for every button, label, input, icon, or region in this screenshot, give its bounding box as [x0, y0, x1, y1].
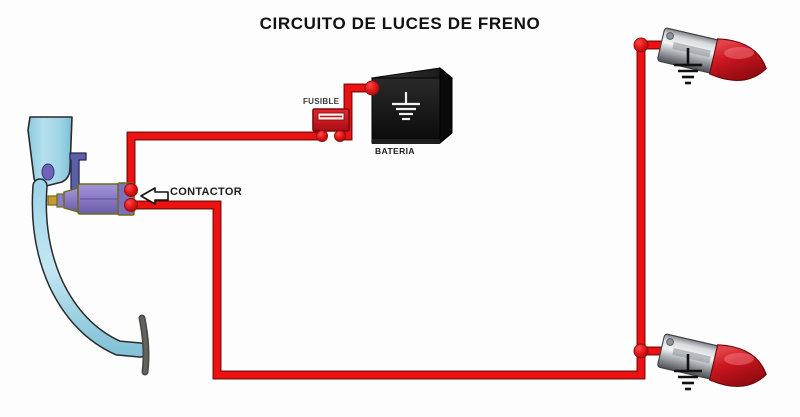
brake-pedal [27, 116, 150, 376]
contactor-arrow-icon [140, 187, 169, 205]
wire-switch-to-bottom-bus [128, 202, 644, 378]
ground-icon [674, 63, 702, 85]
page-title: CIRCUITO DE LUCES DE FRENO [259, 14, 541, 33]
battery [364, 66, 454, 145]
brake-light-switch [47, 182, 135, 216]
switch-terminal-nodes [124, 183, 138, 212]
switch-label: CONTACTOR [170, 186, 242, 198]
fuse [312, 108, 350, 142]
fuse-label: FUSIBLE [303, 97, 340, 106]
ground-icon [674, 369, 702, 391]
battery-label: BATERIA [375, 146, 415, 156]
brake-lamp-bottom [633, 333, 767, 391]
brake-lamp-top [633, 27, 767, 85]
wire-fuse-to-switch [128, 133, 325, 193]
